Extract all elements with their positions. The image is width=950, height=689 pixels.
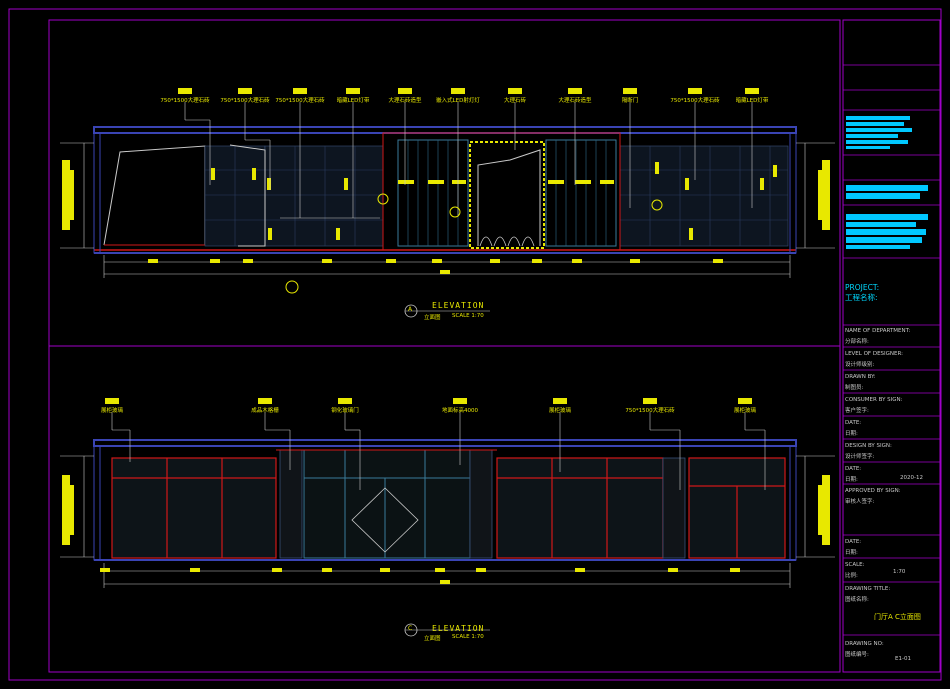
tb-row-value: 图纸名称: — [845, 597, 869, 603]
title-block-grid — [843, 64, 940, 636]
tb-row-label: DATE: — [845, 420, 862, 426]
callout-label: 暗藏LED灯带 — [735, 98, 769, 104]
callout-label: 嵌入式LED射灯灯 — [436, 98, 480, 104]
callout-label: 展柜玻璃 — [733, 408, 757, 414]
callout-label: 大理石砖 — [503, 98, 527, 104]
outer-frame — [8, 8, 942, 681]
drawing-title: 门厅A C立面图 — [874, 613, 921, 621]
tb-row-label: APPROVED BY SIGN: — [845, 488, 901, 494]
tb-row-label: NAME OF DEPARTMENT: — [845, 328, 911, 334]
callout-label: 暗藏LED灯带 — [336, 98, 370, 104]
elevation-c-scale: SCALE 1:70 — [452, 634, 484, 640]
tb-row-label: DATE: — [845, 539, 862, 545]
tb-scale-value: 1:70 — [893, 569, 906, 575]
drawing-no-value: 图纸编号: — [845, 652, 869, 658]
elevation-c — [60, 398, 835, 637]
project-name: 工程名称: — [845, 293, 878, 302]
callout-label: 展柜玻璃 — [100, 408, 124, 414]
tb-row-label: DESIGN BY SIGN: — [845, 443, 892, 449]
tb-row-label: SCALE: — [845, 562, 865, 568]
tb-row-value: 比例: — [845, 573, 858, 579]
tb-row-value: 设计师签字: — [845, 454, 875, 460]
tb-row-value: 日期: — [845, 550, 858, 556]
tb-row-value: 设计师级别: — [845, 362, 875, 368]
tb-row-value: 制图员: — [845, 385, 864, 391]
tb-row-value: 审核人签字: — [845, 499, 875, 505]
project-label: PROJECT: — [845, 283, 880, 292]
callout-label: 隔断门 — [621, 98, 639, 104]
company-logo-block — [846, 116, 928, 249]
callout-label: 大理石砖造型 — [558, 98, 592, 104]
elevation-c-subtitle: 立面图 — [424, 636, 441, 642]
elevation-c-title: ELEVATION — [432, 624, 485, 633]
callout-label: 750*1500大理石砖 — [625, 408, 675, 414]
elevation-a-letter: A — [408, 306, 413, 313]
title-block-frame — [842, 19, 941, 673]
callout-label: 展柜玻璃 — [548, 408, 572, 414]
callout-label: 大理石砖造型 — [388, 98, 422, 104]
tb-row-value: 日期: — [845, 477, 858, 483]
elevation-a-title: ELEVATION — [432, 301, 485, 310]
tb-date-value: 2020-12 — [900, 475, 923, 481]
callout-label: 750*1500大理石砖 — [220, 98, 270, 104]
callout-label: 750*1500大理石砖 — [670, 98, 720, 104]
sheet-number: E1-01 — [895, 656, 911, 662]
tb-row-label: DATE: — [845, 466, 862, 472]
tb-row-label: CONSUMER BY SIGN: — [845, 397, 903, 403]
elevation-c-letter: C — [408, 625, 413, 632]
elevation-a-scale: SCALE 1:70 — [452, 313, 484, 319]
tb-row-label: DRAWN BY: — [845, 374, 876, 380]
callout-label: 地面标高4000 — [442, 408, 478, 414]
tb-row-value: 日期: — [845, 431, 858, 437]
callout-label: 750*1500大理石砖 — [160, 98, 210, 104]
tb-row-value: 客户签字: — [845, 408, 869, 414]
callout-label: 成品木格栅 — [251, 408, 279, 414]
tb-row-value: 分部名称: — [845, 339, 869, 345]
elevation-a — [60, 88, 835, 318]
callout-label: 750*1500大理石砖 — [275, 98, 325, 104]
drawing-no-label: DRAWING NO: — [845, 641, 884, 647]
tb-row-label: DRAWING TITLE: — [845, 586, 891, 592]
callout-label: 钢化玻璃门 — [331, 408, 359, 414]
tb-row-label: LEVEL OF DESIGNER: — [845, 351, 904, 357]
elevation-a-subtitle: 立面图 — [424, 315, 441, 321]
